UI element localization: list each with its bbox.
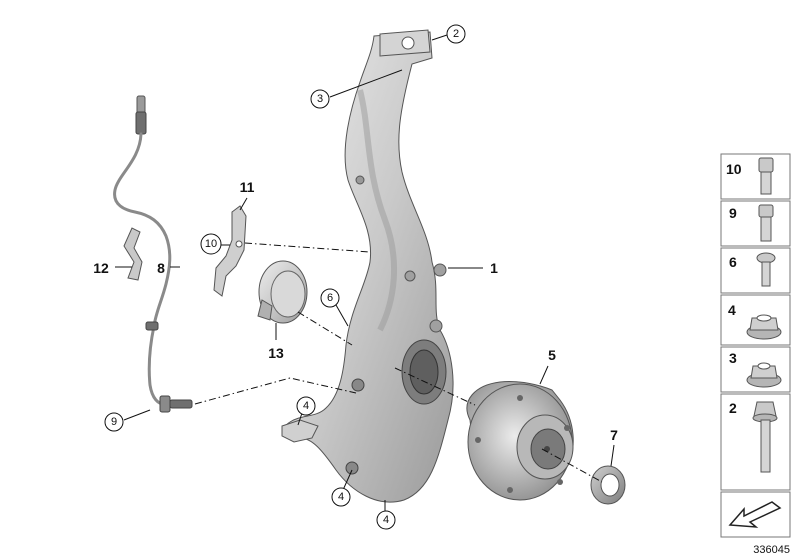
socket-head-bolt-icon (758, 157, 774, 195)
svg-text:12: 12 (93, 260, 109, 276)
direction-arrow-cell (720, 491, 791, 538)
svg-text:8: 8 (157, 260, 165, 276)
callout-13: 13 (268, 345, 284, 361)
dust-cover (257, 260, 308, 324)
flange-nut-icon (746, 362, 782, 388)
svg-text:6: 6 (327, 292, 333, 304)
sensor-bracket (213, 205, 247, 297)
cable-clip (123, 227, 143, 281)
svg-text:4: 4 (383, 514, 389, 526)
svg-text:5: 5 (548, 347, 556, 363)
callout-12: 12 (93, 260, 109, 276)
svg-text:3: 3 (317, 93, 323, 105)
wheel-hub (466, 381, 574, 501)
callout-7: 7 (610, 427, 618, 443)
svg-text:4: 4 (338, 491, 344, 503)
wheel-speed-sensor-cable (113, 95, 193, 413)
assembly-lines (194, 242, 603, 483)
torx-screw-icon (756, 252, 776, 287)
svg-text:1: 1 (490, 260, 498, 276)
callout-6: 6 (320, 288, 340, 308)
callout-3: 3 (310, 89, 330, 109)
callout-2: 2 (446, 24, 466, 44)
reference-number: 336045 (753, 544, 790, 556)
callout-11: 11 (240, 179, 255, 195)
callout-8: 8 (157, 260, 165, 276)
axle-collar-nut (590, 465, 626, 505)
leader-lines (115, 34, 615, 512)
svg-text:11: 11 (240, 179, 255, 195)
fastener-panel: 10 9 6 4 (720, 153, 791, 538)
collar-nut-icon (746, 314, 782, 340)
fastener-row-6: 6 (720, 247, 791, 294)
svg-text:2: 2 (729, 400, 737, 416)
hex-flange-bolt-icon (752, 401, 778, 473)
callout-10: 10 (200, 233, 222, 255)
wheel-carrier (281, 29, 454, 503)
svg-text:13: 13 (268, 345, 284, 361)
fastener-row-9: 9 (720, 200, 791, 247)
svg-text:10: 10 (205, 238, 217, 250)
svg-text:9: 9 (111, 416, 117, 428)
svg-text:6: 6 (729, 254, 737, 270)
svg-text:10: 10 (726, 161, 742, 177)
svg-text:7: 7 (610, 427, 618, 443)
svg-text:2: 2 (453, 28, 459, 40)
callout-4b: 4 (331, 487, 351, 507)
callout-5: 5 (548, 347, 556, 363)
fastener-row-2: 2 (720, 393, 791, 491)
fastener-row-3: 3 (720, 346, 791, 393)
direction-arrow-icon (728, 501, 782, 528)
svg-text:9: 9 (729, 205, 737, 221)
callout-4a: 4 (296, 396, 316, 416)
svg-text:4: 4 (728, 302, 736, 318)
socket-head-bolt-icon (758, 204, 774, 242)
callout-1: 1 (490, 260, 498, 276)
callout-4c: 4 (376, 510, 396, 530)
callout-9: 9 (104, 412, 124, 432)
svg-text:4: 4 (303, 400, 309, 412)
fastener-row-4: 4 (720, 294, 791, 346)
fastener-row-10: 10 (720, 153, 791, 200)
svg-text:3: 3 (729, 350, 737, 366)
